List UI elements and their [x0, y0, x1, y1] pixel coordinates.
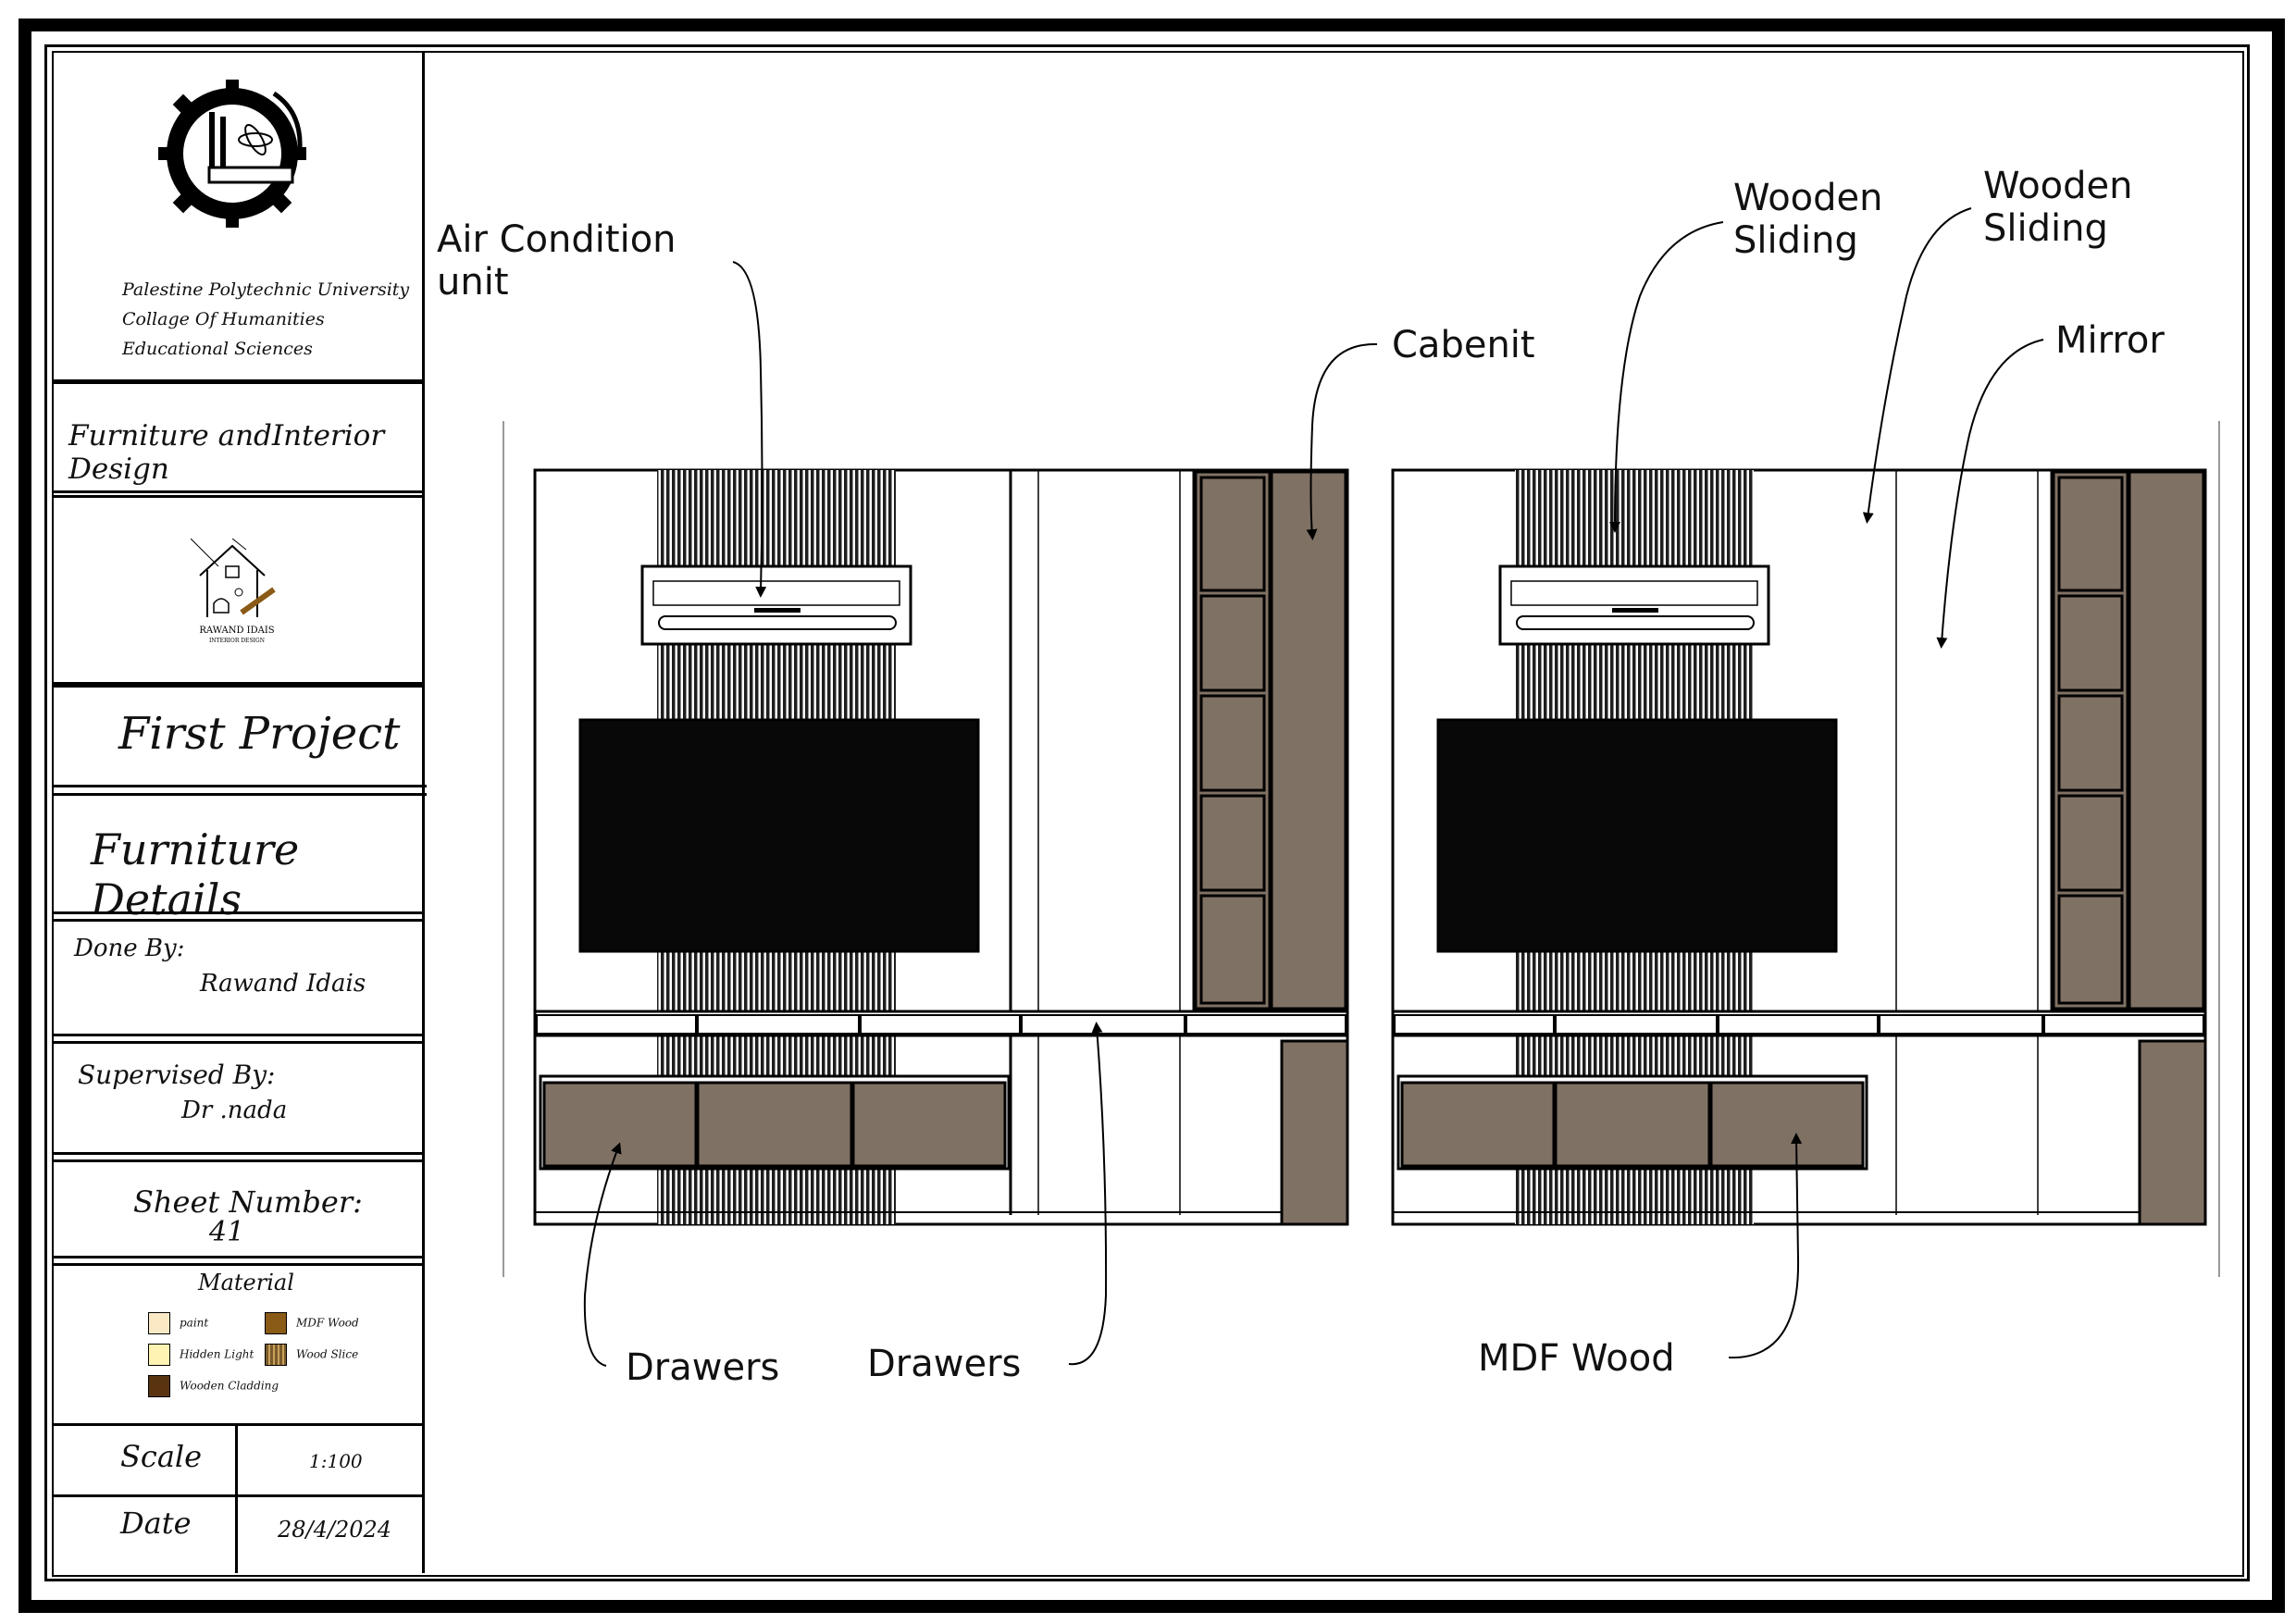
- label-mdf-wood: MDF Wood: [1478, 1337, 1675, 1380]
- tv-screen: [578, 718, 980, 953]
- leader-lines: [583, 207, 2044, 1367]
- hidden-light-swatch: [148, 1344, 170, 1366]
- university-logo-icon: [158, 80, 306, 228]
- sheet-number-label: Sheet Number:: [133, 1184, 363, 1220]
- date-value: 28/4/2024: [278, 1517, 392, 1543]
- label-mirror: Mirror: [2055, 319, 2165, 362]
- mdf-swatch: [265, 1312, 287, 1334]
- project-cell: First Project: [52, 691, 422, 782]
- sheet-title-cell: Furniture Details: [52, 799, 422, 924]
- label-cabenit: Cabenit: [1392, 324, 1535, 366]
- drawer: [1400, 1081, 1556, 1168]
- date-label: Date: [120, 1506, 192, 1541]
- drawer: [1709, 1081, 1865, 1168]
- designer-logo-cell: RAWAND IDAIS INTERIOR DESIGN: [52, 502, 422, 685]
- inner-border: [52, 51, 2244, 1577]
- college-name: Collage Of Humanities: [122, 309, 325, 329]
- drawer: [696, 1081, 853, 1168]
- supervised-label: Supervised By:: [78, 1060, 276, 1090]
- material-paint: paint: [148, 1312, 208, 1334]
- tv-screen: [1436, 718, 1838, 953]
- house-logo-icon: [191, 539, 276, 617]
- scale-value: 1:100: [309, 1450, 363, 1472]
- designer-logo-sub: INTERIOR DESIGN: [209, 638, 265, 644]
- outer-border: [19, 19, 2285, 1613]
- wall-unit-2: [1391, 468, 2207, 1226]
- done-by-label: Done By:: [74, 935, 185, 962]
- project-title: First Project: [118, 708, 401, 760]
- label-air-condition: Air Condition unit: [437, 218, 676, 304]
- label-drawers-2: Drawers: [867, 1343, 1022, 1385]
- material-wood-slice: Wood Slice: [265, 1344, 358, 1366]
- supervised-cell: Supervised By: Dr .nada: [52, 1048, 422, 1150]
- department-name: Educational Sciences: [122, 339, 313, 359]
- university-cell: Palestine Polytechnic University Collage…: [52, 51, 422, 382]
- course-cell: Furniture andInterior Design: [52, 389, 422, 493]
- supervised-name: Dr .nada: [181, 1097, 288, 1124]
- drawer: [542, 1081, 698, 1168]
- title-block: Palestine Polytechnic University Collage…: [52, 51, 427, 1573]
- label-wooden-sliding-2: Wooden Sliding: [1983, 165, 2133, 250]
- cabinet-tall: [1270, 470, 1347, 1010]
- university-name: Palestine Polytechnic University: [122, 279, 410, 300]
- material-legend: Material paint MDF Wood Hidden Light Woo…: [52, 1266, 422, 1423]
- drawer: [851, 1081, 1007, 1168]
- wood-slice-swatch: [265, 1344, 287, 1366]
- drawer: [1554, 1081, 1711, 1168]
- paint-swatch: [148, 1312, 170, 1334]
- material-mdf: MDF Wood: [265, 1312, 359, 1334]
- course-title: Furniture andInterior Design: [68, 419, 385, 486]
- label-wooden-sliding-1: Wooden Sliding: [1733, 177, 1883, 262]
- sheet-number-cell: Sheet Number: 41: [52, 1166, 422, 1254]
- wooden-cladding-swatch: [148, 1375, 170, 1397]
- scale-label: Scale: [120, 1439, 203, 1474]
- middle-border: [44, 44, 2250, 1581]
- designer-logo-name: RAWAND IDAIS: [199, 626, 275, 636]
- done-by-name: Rawand Idais: [200, 970, 366, 998]
- material-hidden-light: Hidden Light: [148, 1344, 254, 1366]
- done-by-cell: Done By: Rawand Idais: [52, 925, 422, 1027]
- material-title: Material: [198, 1270, 294, 1295]
- lower-cabinet: [2138, 1039, 2207, 1226]
- sheet-title: Furniture Details: [91, 824, 300, 924]
- sheet-number-value: 41: [209, 1216, 245, 1248]
- material-wooden-cladding: Wooden Cladding: [148, 1375, 279, 1397]
- lower-cabinet: [1280, 1039, 1349, 1226]
- label-drawers-1: Drawers: [626, 1346, 780, 1389]
- wall-unit-1: [533, 468, 1349, 1226]
